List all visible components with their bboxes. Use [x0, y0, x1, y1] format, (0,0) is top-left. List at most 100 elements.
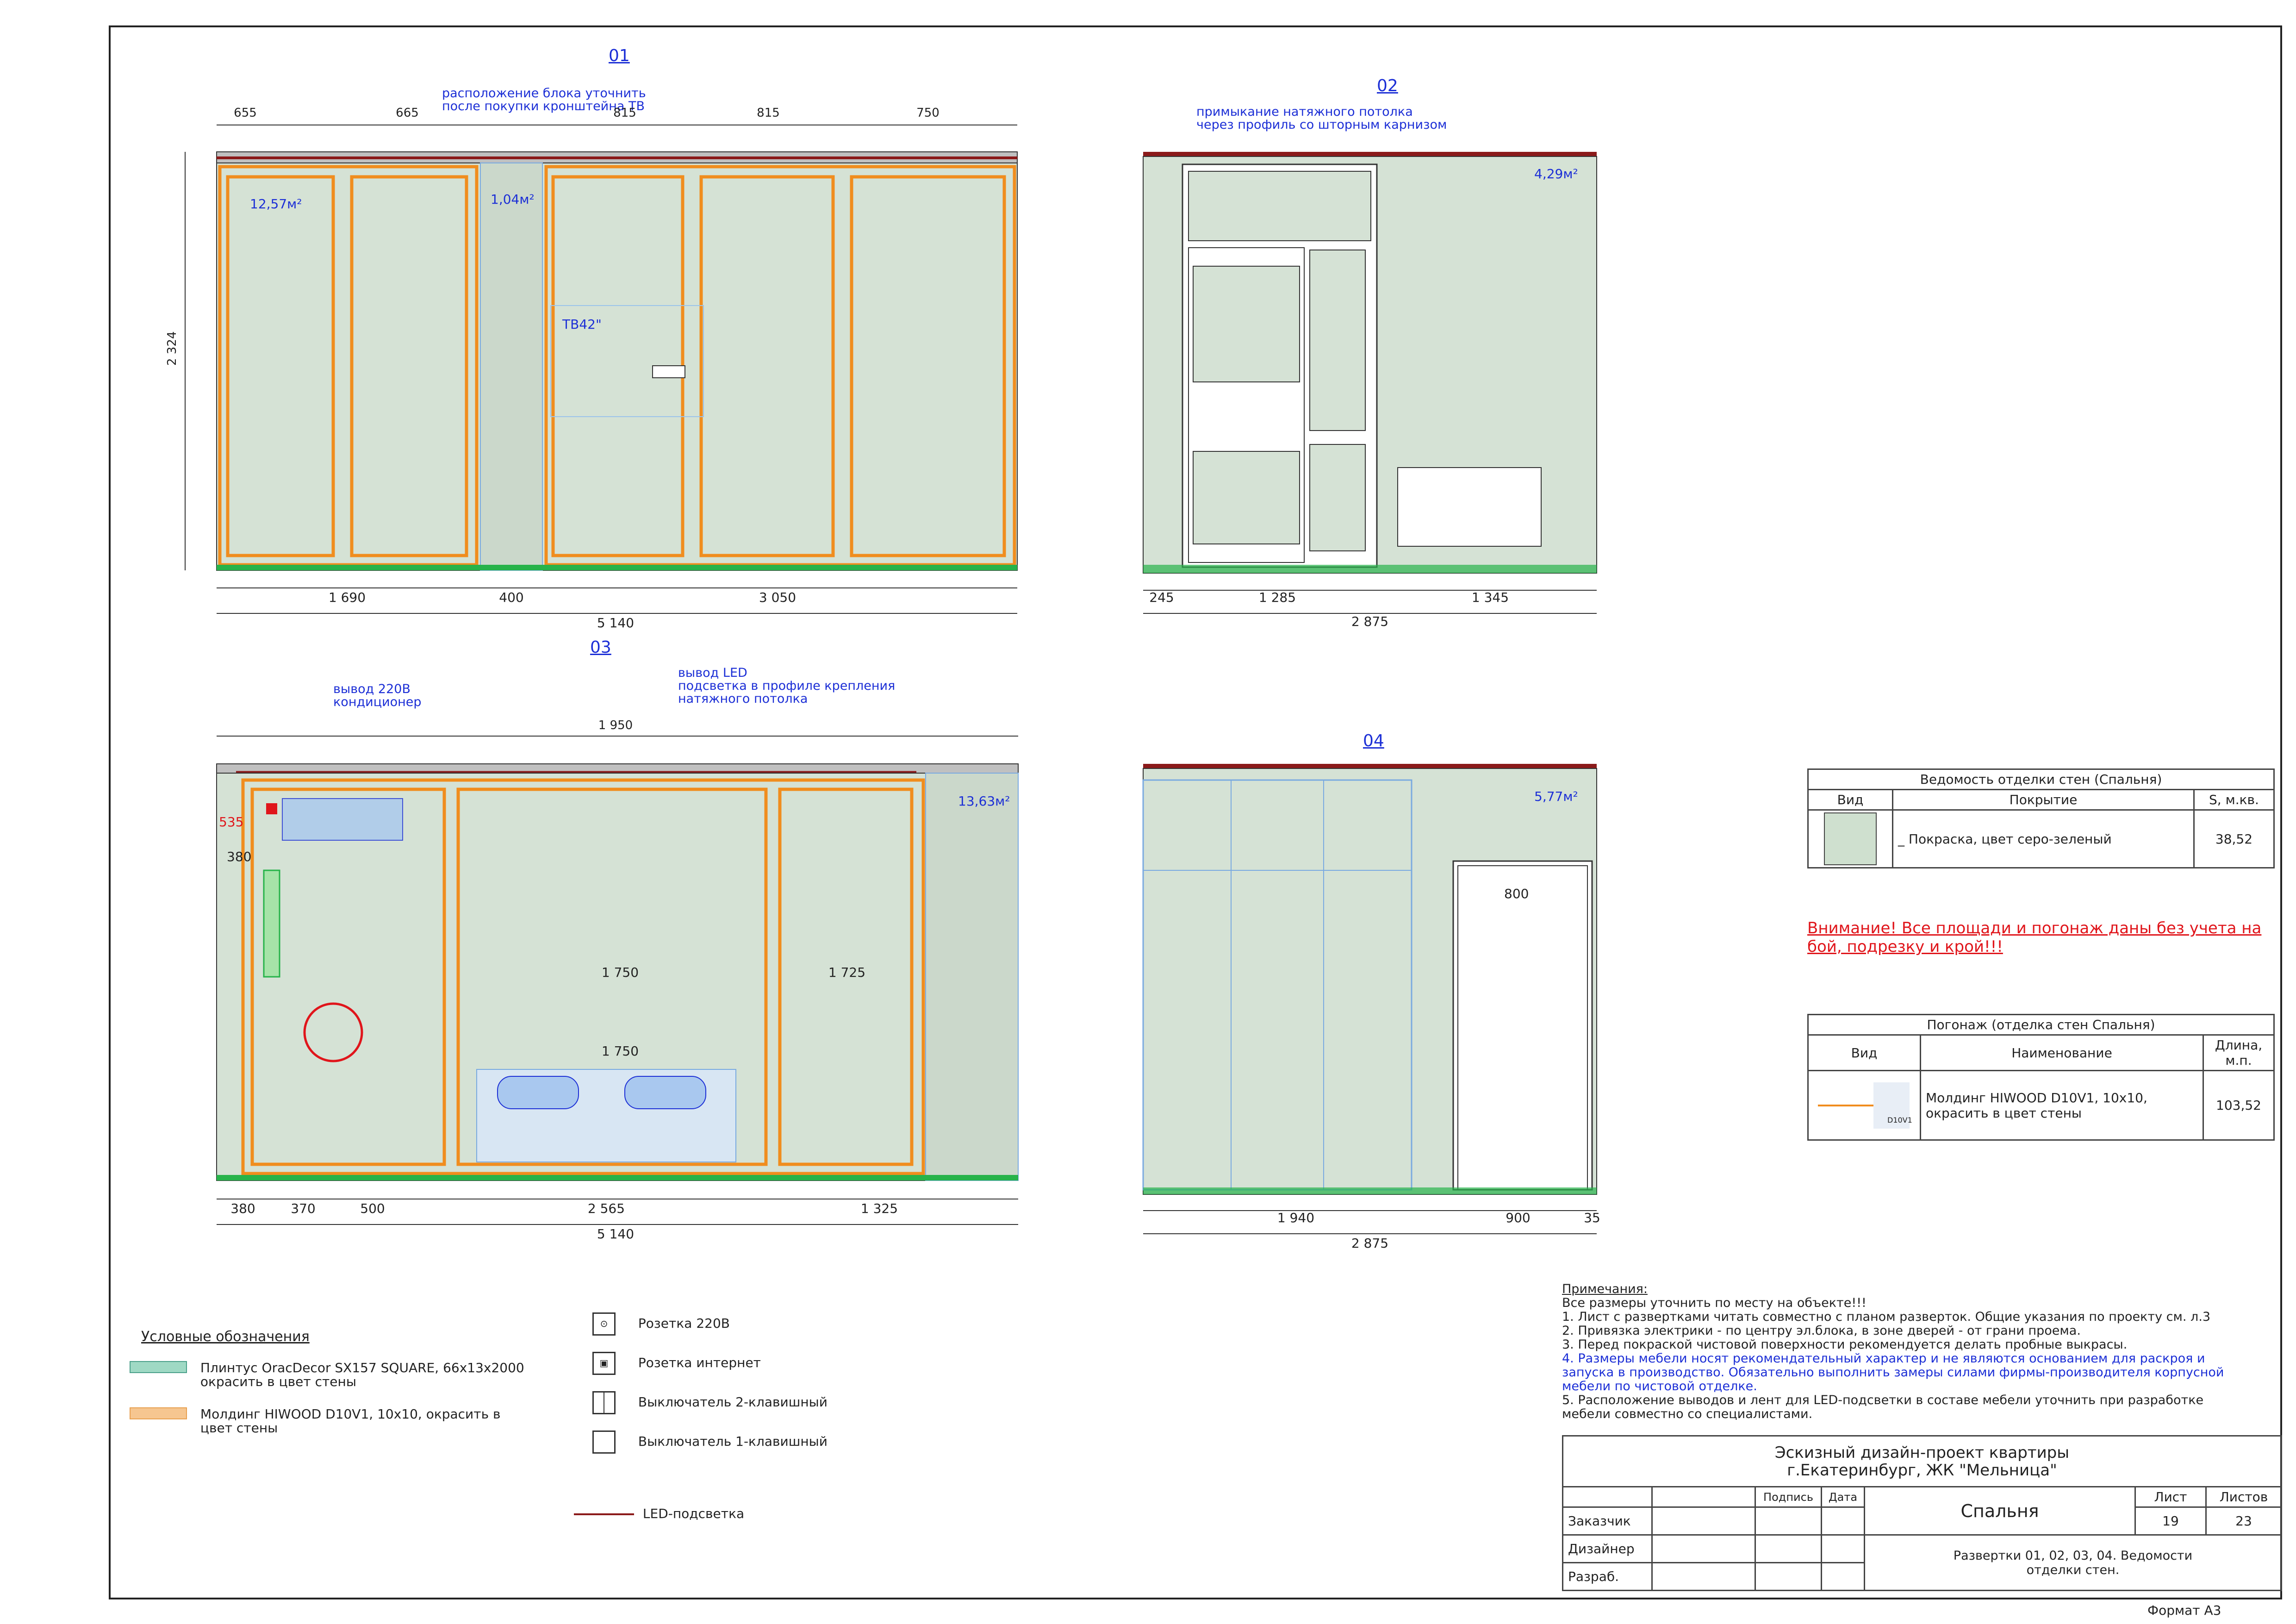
finish-table-header-view: Вид: [1807, 789, 1893, 811]
socket-220-icon: ⊙: [592, 1312, 616, 1336]
title-sheet: 19: [2134, 1506, 2207, 1536]
svg-text:665: 665: [396, 106, 419, 120]
molding-length: 103,52: [2203, 1070, 2275, 1141]
elevation-01-note: расположение блока уточнить после покупк…: [442, 86, 646, 113]
elevation-02-note: примыкание натяжного потолка через профи…: [1196, 105, 1447, 132]
molding-table-header-name: Наименование: [1920, 1034, 2204, 1071]
title-date-label: Дата: [1821, 1486, 1865, 1508]
elevation-03-note-led: вывод LED подсветка в профиле крепления …: [678, 666, 896, 706]
svg-text:2 875: 2 875: [1351, 1236, 1388, 1251]
finish-area: 38,52: [2193, 809, 2275, 868]
socket-internet-icon: ▣: [592, 1352, 616, 1375]
svg-text:1 940: 1 940: [1277, 1210, 1314, 1225]
elevation-03-drawing: 380 370 500 2 565 1 325 5 140 1 950 1 75…: [216, 718, 1019, 1242]
switch-1key-icon: [592, 1430, 616, 1454]
title-description: Развертки 01, 02, 03, 04. Ведомости отде…: [1864, 1534, 2282, 1591]
switch-2key-icon: [592, 1391, 616, 1414]
svg-text:3 050: 3 050: [759, 590, 796, 605]
svg-text:800: 800: [1504, 886, 1529, 901]
molding-table: Погонаж (отделка стен Спальня) Вид Наиме…: [1807, 1014, 2275, 1141]
elevation-03-label: 03: [590, 638, 611, 657]
svg-text:500: 500: [360, 1201, 385, 1216]
legend-symbol-switch-2: Выключатель 2-клавишный: [592, 1391, 828, 1414]
legend-molding: Молдинг HIWOOD D10V1, 10х10, окрасить в …: [130, 1407, 500, 1435]
elevation-01-label: 01: [609, 46, 630, 65]
elevation-02-drawing: 245 1 285 1 345 2 875 4,29м²: [1143, 152, 1597, 629]
svg-text:245: 245: [1149, 590, 1174, 605]
svg-text:1 950: 1 950: [598, 718, 633, 732]
svg-text:5 140: 5 140: [597, 1226, 634, 1242]
finish-table: Ведомость отделки стен (Спальня) Вид Пок…: [1807, 768, 2275, 868]
finish-table-header-area: S, м.кв.: [2193, 789, 2275, 811]
svg-text:1 690: 1 690: [329, 590, 366, 605]
svg-text:4,29м²: 4,29м²: [1534, 166, 1578, 181]
svg-text:900: 900: [1506, 1210, 1530, 1225]
warning-text: Внимание! Все площади и погонаж даны без…: [1807, 919, 2262, 956]
svg-text:400: 400: [499, 590, 523, 605]
svg-text:1 725: 1 725: [828, 965, 865, 980]
legend-symbol-socket-220: ⊙ Розетка 220В: [592, 1312, 730, 1336]
title-role-designer: Дизайнер: [1562, 1534, 1653, 1563]
note-line: 2. Привязка электрики - по центру эл.бло…: [1562, 1324, 2081, 1338]
molding-thumbnail: D10V1: [1818, 1078, 1912, 1133]
title-block: Эскизный дизайн-проект квартиры г.Екатер…: [1562, 1435, 2282, 1591]
svg-text:5 140: 5 140: [597, 615, 634, 631]
svg-text:815: 815: [757, 106, 780, 120]
svg-text:535: 535: [219, 814, 243, 830]
molding-swatch: [130, 1407, 187, 1419]
svg-text:815: 815: [613, 106, 636, 120]
svg-text:655: 655: [234, 106, 257, 120]
paint-swatch: [1824, 812, 1877, 865]
finish-table-header-coating: Покрытие: [1892, 789, 2195, 811]
svg-text:12,57м²: 12,57м²: [250, 196, 302, 212]
note-line: 5. Расположение выводов и лент для LED-п…: [1562, 1393, 2204, 1407]
title-role-customer: Заказчик: [1562, 1506, 1653, 1536]
elevation-04-label: 04: [1363, 731, 1384, 750]
svg-text:ТВ42": ТВ42": [562, 317, 602, 332]
svg-text:750: 750: [916, 106, 940, 120]
notes-block: Примечания: Все размеры уточнить по мест…: [1562, 1282, 2275, 1421]
svg-text:380: 380: [230, 1201, 255, 1216]
svg-text:370: 370: [291, 1201, 315, 1216]
format-label: Формат А3: [2147, 1603, 2221, 1618]
note-line: 3. Перед покраской чистовой поверхности …: [1562, 1337, 2128, 1352]
title-sign-label: Подпись: [1755, 1486, 1822, 1508]
svg-text:5,77м²: 5,77м²: [1534, 789, 1578, 804]
legend-symbol-switch-1: Выключатель 1-клавишный: [592, 1430, 828, 1454]
note-line: 1. Лист с развертками читать совместно с…: [1562, 1310, 2211, 1324]
note-line: мебели совместно со специалистами.: [1562, 1407, 1813, 1421]
finish-coating: _ Покраска, цвет серо-зеленый: [1892, 809, 2195, 868]
svg-text:1 345: 1 345: [1472, 590, 1509, 605]
svg-text:2 875: 2 875: [1351, 614, 1388, 629]
title-role-developer: Разраб.: [1562, 1562, 1653, 1591]
svg-text:1,04м²: 1,04м²: [491, 192, 535, 207]
svg-text:1 325: 1 325: [861, 1201, 898, 1216]
svg-text:2 565: 2 565: [588, 1201, 625, 1216]
title-sheet-label: Лист: [2134, 1486, 2207, 1508]
note-line: Все размеры уточнить по месту на объекте…: [1562, 1296, 1867, 1310]
svg-text:2 324: 2 324: [165, 331, 179, 366]
elevation-02-label: 02: [1377, 76, 1398, 95]
elevation-04-drawing: 1 940 900 35 2 875 5,77м² 800: [1142, 764, 1600, 1251]
legend-plinth: Плинтус OracDecor SX157 SQUARE, 66х13х20…: [130, 1361, 524, 1389]
title-sheets: 23: [2205, 1506, 2282, 1536]
notes-heading: Примечания:: [1562, 1282, 1648, 1296]
legend-symbol-led: LED-подсветка: [574, 1507, 744, 1521]
title-room: Спальня: [1864, 1486, 2136, 1536]
svg-text:1 750: 1 750: [602, 965, 639, 980]
molding-thumb-label: D10V1: [1887, 1115, 1912, 1124]
led-strip-icon: [574, 1513, 634, 1515]
note-line-blue: запуска в производство. Обязательно выпо…: [1562, 1365, 2224, 1380]
legend-symbol-socket-internet: ▣ Розетка интернет: [592, 1352, 761, 1375]
legend-heading: Условные обозначения: [141, 1329, 310, 1345]
note-line-blue: 4. Размеры мебели носят рекомендательный…: [1562, 1351, 2205, 1366]
finish-swatch-cell: [1807, 809, 1893, 868]
molding-name: Молдинг HIWOOD D10V1, 10х10, окрасить в …: [1920, 1070, 2204, 1141]
molding-table-header-length: Длина, м.п.: [2203, 1034, 2275, 1071]
elevation-01-drawing: 1 690 400 3 050 5 140 655 665 815 815 75…: [165, 106, 1018, 631]
note-line-blue: мебели по чистовой отделке.: [1562, 1379, 1757, 1393]
svg-text:1 285: 1 285: [1259, 590, 1296, 605]
molding-thumb-cell: D10V1: [1807, 1070, 1921, 1141]
title-sheets-label: Листов: [2205, 1486, 2282, 1508]
elevation-03-note-220: вывод 220В кондиционер: [333, 682, 422, 709]
